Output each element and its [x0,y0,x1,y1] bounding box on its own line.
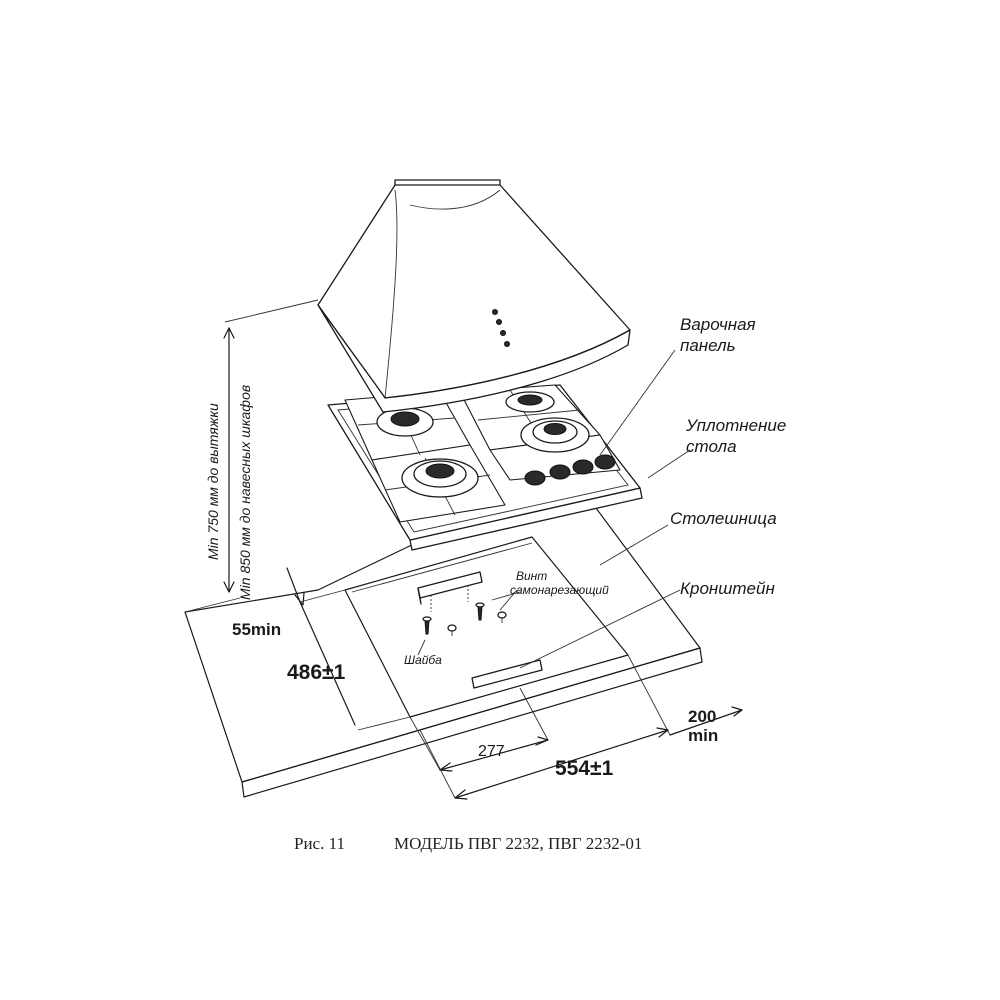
cabinet-clearance-label: Min 850 мм до навесных шкафов [237,385,253,600]
depth-value: 486±1 [287,661,346,684]
washer-label: Шайба [404,653,442,667]
bracket-label: Кронштейн [680,579,775,598]
back-gap-unit: min [688,726,718,745]
cooktop [327,384,643,551]
width-dimension [419,727,669,800]
front-gap-value: 55min [232,620,281,639]
control-knobs [524,454,616,486]
figure-model-caption: МОДЕЛЬ ПВГ 2232, ПВГ 2232-01 [394,834,642,853]
depth-dimension [299,589,411,731]
back-gap-dimension [627,654,743,736]
bracket-spacing-dimension [409,687,549,772]
countertop-label: Столешница [670,509,777,528]
vertical-clearance-dimension [223,327,235,593]
screw-label-line1: Винт [516,569,547,583]
screw [422,602,485,635]
cooktop-label-line2: панель [680,336,736,355]
range-hood [317,179,631,413]
hood-control-buttons [492,309,510,347]
burner-front-left [401,458,479,498]
bracket-front [471,659,543,689]
burner-rear-right [505,391,555,413]
burner-front-right [520,417,590,453]
figure-number: Рис. 11 [294,834,345,853]
cooktop-label-line1: Варочная [680,315,756,334]
front-gap-dimension [286,567,305,606]
bracket-spacing-value: 277 [478,743,505,760]
width-value: 554±1 [555,757,614,780]
bracket-rear [417,571,483,612]
leader-lines [417,349,691,669]
back-gap-value: 200 [688,707,716,726]
hood-clearance-label: Min 750 мм до вытяжки [205,403,221,560]
washer [447,611,507,636]
seal-label-line2: стола [686,437,737,456]
screw-label-line2: самонарезающий [510,583,609,597]
seal-label-line1: Уплотнение [685,416,786,435]
countertop-cutout [344,536,629,718]
